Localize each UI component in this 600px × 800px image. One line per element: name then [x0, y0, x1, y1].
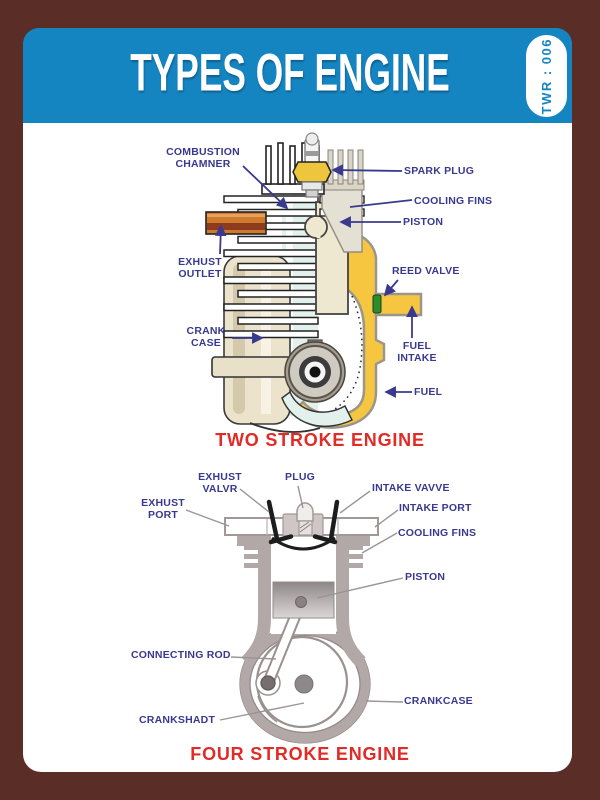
plug-part — [296, 502, 314, 536]
label-piston-4s: PISTON — [405, 571, 446, 583]
label-crank-case: CRANK CASE — [186, 325, 226, 349]
crank-pin — [260, 675, 276, 691]
chart-code-badge: TWR : 006 — [526, 35, 567, 117]
label-combustion-chamner: COMBUSTION CHAMNER — [166, 146, 240, 170]
head-shoulder-left — [237, 535, 271, 566]
poster-title: TYPES OF ENGINE — [130, 43, 450, 103]
label-exhust-port: EXHUST PORT — [141, 497, 185, 521]
label-crankshadt: CRANKSHADT — [139, 714, 216, 726]
label-spark-plug: SPARK PLUG — [404, 165, 475, 177]
label-intake-vavve: INTAKE VAVVE — [372, 482, 450, 494]
header-banner — [23, 28, 572, 123]
four-stroke-caption: FOUR STROKE ENGINE — [190, 744, 410, 764]
label-exhust-outlet: EXHUST OUTLET — [178, 256, 222, 280]
cylinder-wall-right — [336, 534, 366, 667]
two-stroke-caption: TWO STROKE ENGINE — [215, 430, 425, 450]
label-intake-port: INTAKE PORT — [399, 502, 472, 514]
exhaust-pipe — [205, 211, 267, 235]
valves — [266, 499, 340, 545]
cooling-fins-stack — [223, 195, 319, 339]
spark-plug-part — [292, 132, 332, 198]
label-fuel-intake: FUEL INTAKE — [397, 340, 437, 364]
four-stroke-engine-illustration — [224, 499, 379, 744]
two-stroke-engine-illustration — [205, 132, 423, 433]
label-crankcase-4s: CRANKCASE — [404, 695, 473, 707]
reed-valve-part — [372, 294, 382, 314]
label-exhust-valvr: EXHUST VALVR — [198, 471, 242, 495]
two-stroke-leader-lines — [214, 164, 418, 398]
cylinder-wall-left — [241, 534, 271, 667]
label-connecting-rod: CONNECTING ROD — [131, 649, 231, 661]
piston-pin — [295, 596, 307, 608]
cooling-fins-4s — [244, 545, 363, 568]
label-cooling-fins-4s: COOLING FINS — [398, 527, 477, 539]
label-reed-valve: REED VALVE — [392, 265, 460, 277]
label-plug: PLUG — [285, 471, 315, 483]
engine-mount — [211, 356, 293, 378]
label-piston-2s: PISTON — [403, 216, 444, 228]
label-cooling-fins-2s: COOLING FINS — [414, 195, 493, 207]
crankshaft-hub — [294, 674, 314, 694]
flywheel — [284, 339, 346, 403]
head-shoulder-right — [336, 535, 370, 566]
four-stroke-leader-lines — [185, 485, 404, 721]
label-fuel: FUEL — [414, 386, 443, 398]
